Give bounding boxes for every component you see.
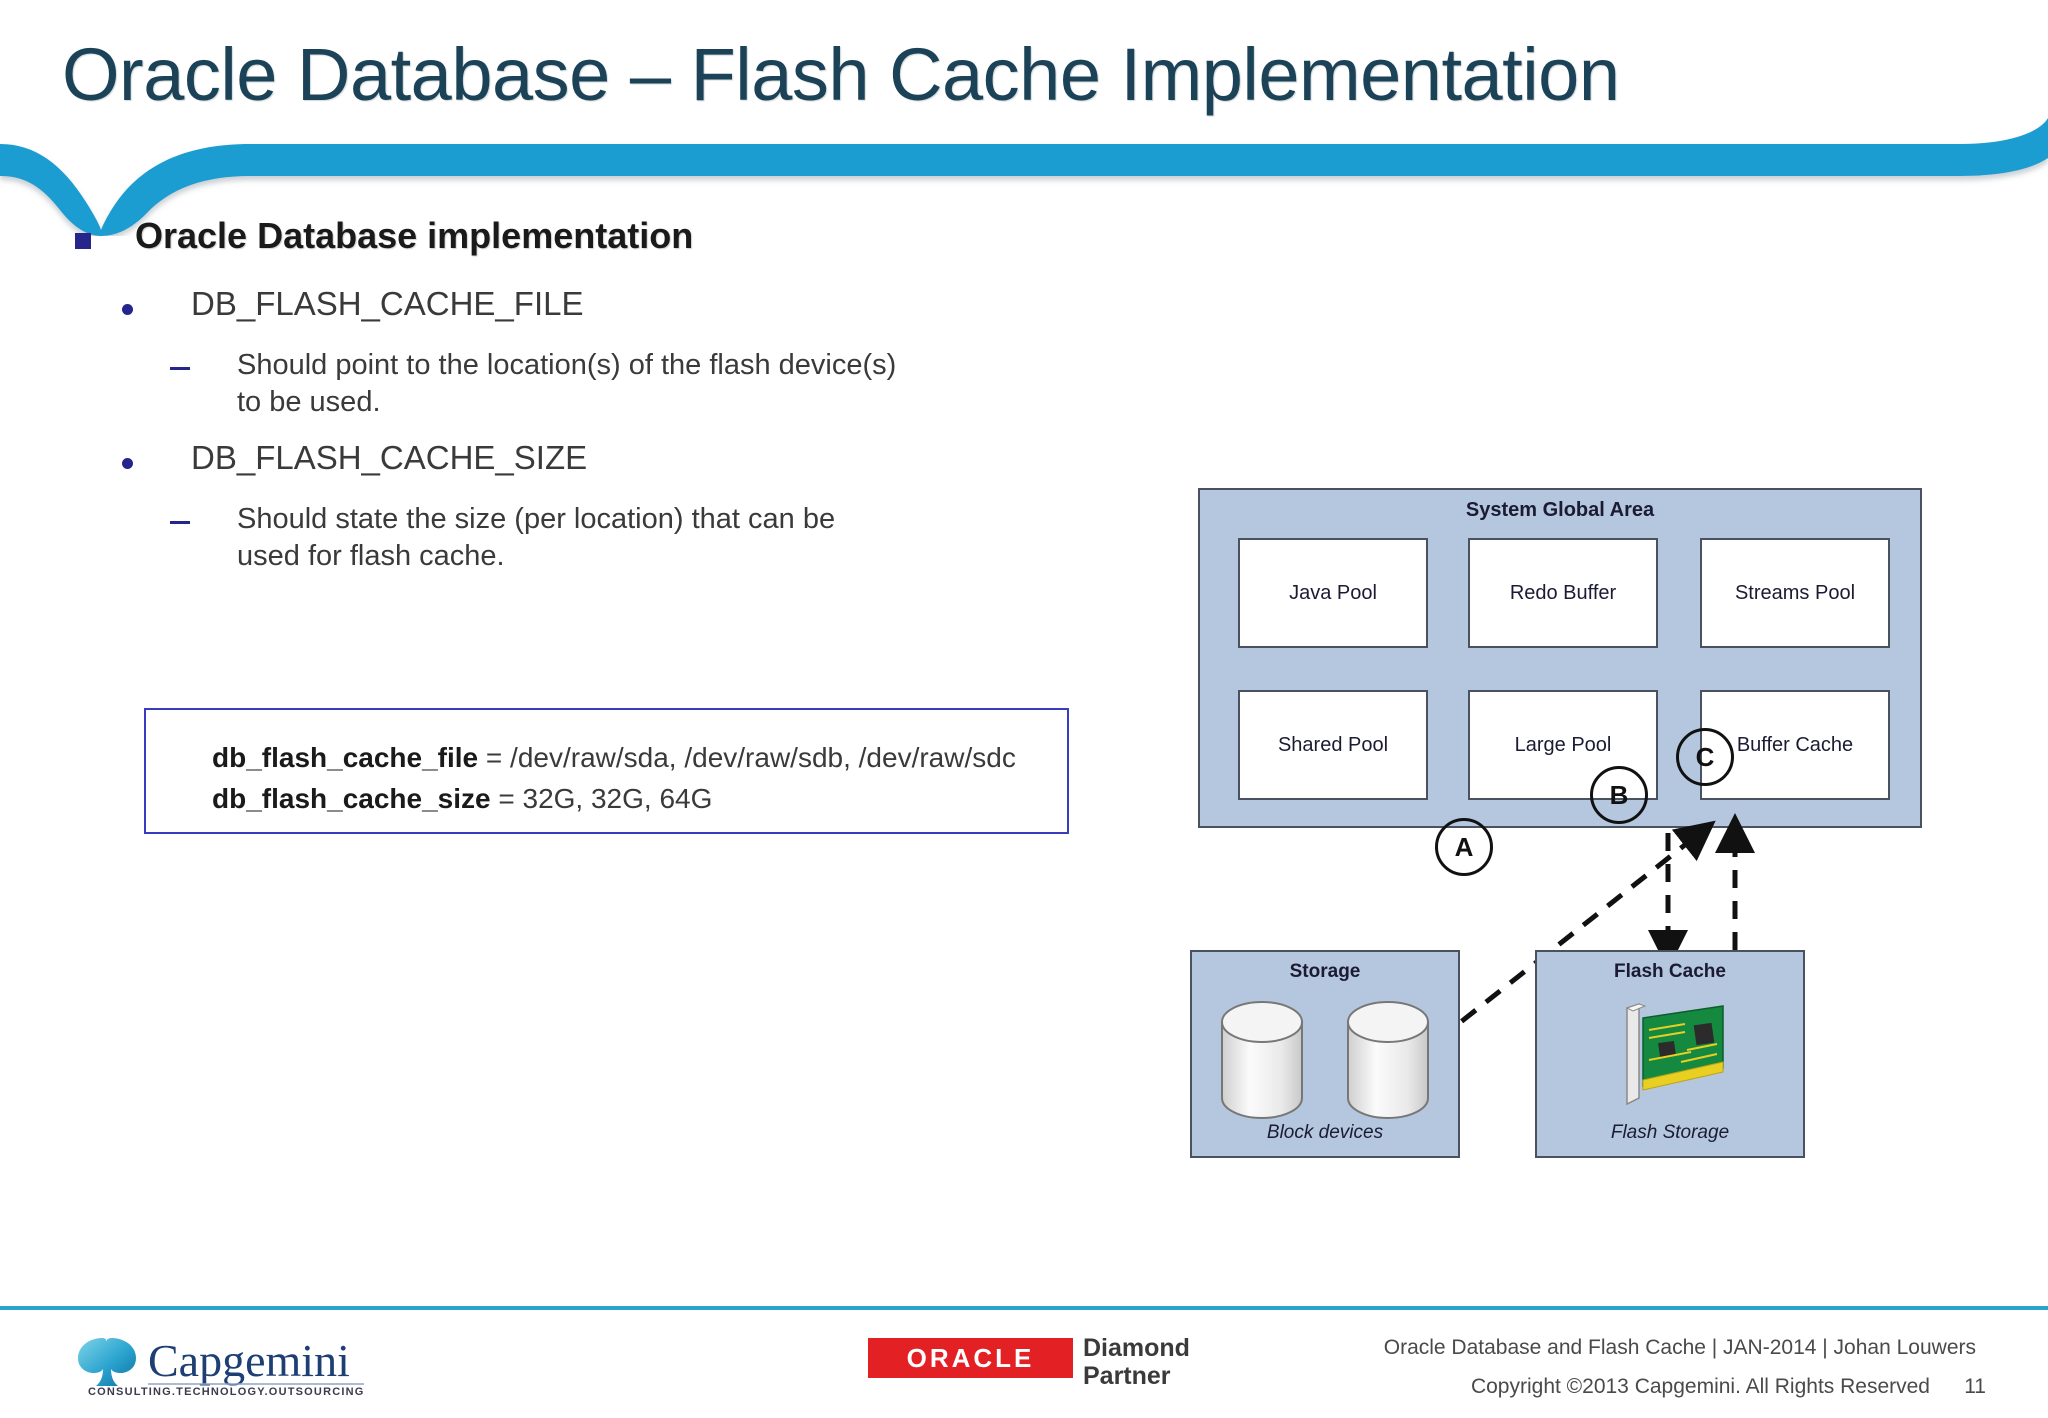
parameter-label: DB_FLASH_CACHE_SIZE bbox=[191, 439, 588, 477]
dash-bullet-icon bbox=[170, 367, 190, 370]
bullet-level3-flash-cache-file-detail: Should point to the location(s) of the f… bbox=[0, 347, 1180, 421]
footer-divider bbox=[0, 1306, 2048, 1310]
sga-title: System Global Area bbox=[1465, 499, 1655, 521]
sga-cell-shared-pool: Shared Pool bbox=[1238, 690, 1428, 800]
storage-panel: Storage Block devices bbox=[1190, 950, 1460, 1158]
parameter-label: DB_FLASH_CACHE_FILE bbox=[191, 285, 584, 322]
capgemini-tagline: CONSULTING.TECHNOLOGY.OUTSOURCING bbox=[88, 1386, 365, 1398]
parameter-detail: Should state the size (per location) tha… bbox=[237, 503, 836, 573]
bullet-level2-flash-cache-size: DB_FLASH_CACHE_SIZE bbox=[0, 439, 1180, 489]
capgemini-logo: Capgemini bbox=[78, 1335, 364, 1386]
svg-text:Capgemini: Capgemini bbox=[148, 1335, 350, 1386]
storage-title: Storage bbox=[1289, 961, 1361, 982]
block-device-cylinder-icon bbox=[1347, 1001, 1429, 1119]
header-swoosh-decoration bbox=[0, 118, 2048, 236]
flash-cache-title: Flash Cache bbox=[1614, 961, 1726, 982]
marker-a: A bbox=[1435, 818, 1493, 876]
bullet-level1: Oracle Database implementation bbox=[0, 215, 1180, 269]
oracle-wordmark: ORACLE bbox=[906, 1342, 1035, 1373]
marker-b: B bbox=[1590, 766, 1648, 824]
dash-bullet-icon bbox=[170, 521, 190, 525]
code-line-file: db_flash_cache_file = /dev/raw/sda, /dev… bbox=[212, 742, 1016, 774]
code-line-size: db_flash_cache_size = 32G, 32G, 64G bbox=[212, 783, 712, 815]
flash-cache-caption: Flash Storage bbox=[1610, 1122, 1730, 1143]
system-global-area-panel: System Global Area Java Pool Redo Buffer… bbox=[1198, 488, 1922, 828]
code-value-size: = 32G, 32G, 64G bbox=[490, 783, 713, 814]
bullet-level2-flash-cache-file: DB_FLASH_CACHE_FILE bbox=[0, 285, 1180, 335]
code-key-size: db_flash_cache_size bbox=[212, 783, 491, 814]
marker-c: C bbox=[1676, 728, 1734, 786]
bullet-level3-flash-cache-size-detail: Should state the size (per location) tha… bbox=[0, 501, 1180, 575]
flash-cache-architecture-diagram: System Global Area Java Pool Redo Buffer… bbox=[1190, 488, 1930, 1178]
sga-cell-redo-buffer: Redo Buffer bbox=[1468, 538, 1658, 648]
round-bullet-icon bbox=[122, 304, 133, 315]
sga-cell-streams-pool: Streams Pool bbox=[1700, 538, 1890, 648]
partner-line-1: Diamond bbox=[1083, 1334, 1190, 1362]
storage-caption: Block devices bbox=[1266, 1122, 1384, 1143]
sga-cell-java-pool: Java Pool bbox=[1238, 538, 1428, 648]
parameter-example-box: db_flash_cache_file = /dev/raw/sda, /dev… bbox=[144, 708, 1069, 834]
block-device-cylinder-icon bbox=[1221, 1001, 1303, 1119]
bullet-heading-text: Oracle Database implementation bbox=[135, 215, 694, 256]
code-key-file: db_flash_cache_file bbox=[212, 742, 479, 773]
partner-line-2: Partner bbox=[1083, 1362, 1171, 1390]
square-bullet-icon bbox=[75, 233, 91, 249]
oracle-diamond-partner-badge: ORACLE Diamond Partner bbox=[868, 1334, 1190, 1390]
diamond-partner-text: Diamond Partner bbox=[1083, 1334, 1190, 1390]
bullet-list: Oracle Database implementation DB_FLASH_… bbox=[0, 215, 1180, 587]
footer-credit: Oracle Database and Flash Cache | JAN-20… bbox=[1383, 1336, 1976, 1359]
round-bullet-icon bbox=[122, 458, 133, 470]
oracle-logo: ORACLE bbox=[868, 1338, 1073, 1378]
parameter-detail: Should point to the location(s) of the f… bbox=[237, 349, 897, 419]
flash-storage-card-icon bbox=[1625, 1002, 1724, 1106]
page-number: 11 bbox=[1964, 1375, 1986, 1398]
code-value-file: = /dev/raw/sda, /dev/raw/sdb, /dev/raw/s… bbox=[478, 742, 1016, 773]
footer-copyright: Copyright ©2013 Capgemini. All Rights Re… bbox=[1470, 1375, 1930, 1398]
flash-cache-panel: Flash Cache Flash Storage bbox=[1535, 950, 1805, 1158]
page-title: Oracle Database – Flash Cache Implementa… bbox=[62, 33, 1620, 116]
